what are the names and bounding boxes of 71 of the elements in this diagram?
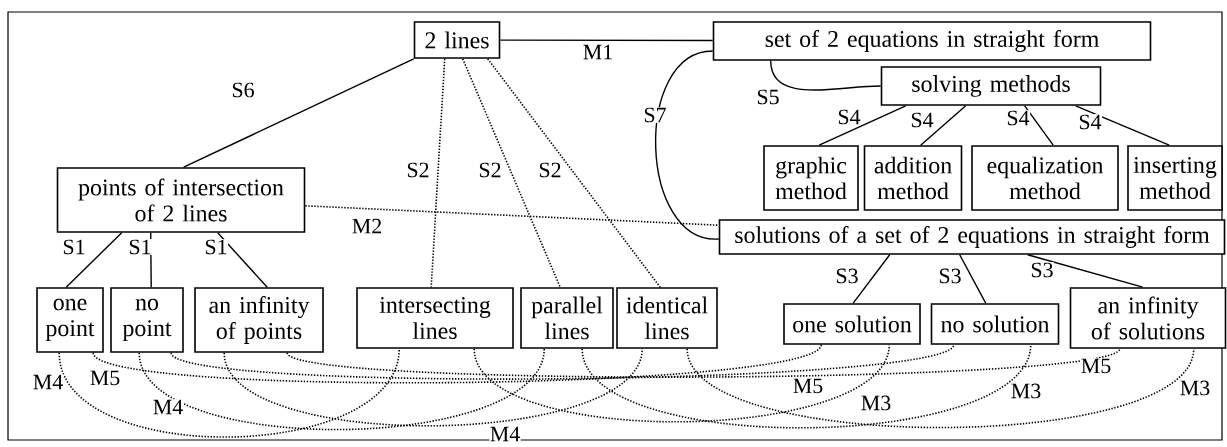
dotted-connector: [92, 344, 822, 384]
connector-line: [920, 105, 967, 146]
edge-label: S3: [1029, 262, 1055, 278]
edge-label: S5: [755, 89, 781, 105]
edge-label: M3: [1010, 383, 1042, 399]
concept-box: graphic method: [763, 145, 859, 211]
edge-label: M4: [152, 399, 184, 415]
edge-label: S7: [642, 107, 668, 123]
dotted-connector: [58, 348, 400, 438]
concept-box: solving methods: [880, 66, 1102, 106]
concept-box: points of intersection of 2 lines: [56, 167, 306, 233]
connector-line: [770, 60, 882, 91]
edge-label: S4: [909, 112, 935, 128]
connector-line: [217, 232, 268, 288]
dotted-connector: [581, 344, 1032, 429]
concept-box: no point: [110, 287, 184, 353]
connector-line: [499, 39, 714, 42]
edge-label: M3: [860, 395, 892, 411]
concept-box: identical lines: [616, 287, 718, 349]
connector-line: [959, 254, 987, 304]
concept-box: one point: [36, 287, 104, 353]
edge-label: M4: [489, 426, 521, 442]
concept-box: solutions of a set of 2 equations in straight form: [718, 219, 1226, 255]
concept-box: no solution: [930, 303, 1060, 345]
connector-line: [65, 232, 123, 288]
edge-label: S3: [834, 268, 860, 284]
edge-label: S1: [127, 239, 153, 255]
edge-label: M3: [1179, 380, 1211, 396]
dotted-connector: [686, 348, 1195, 429]
edge-label: S2: [537, 162, 563, 178]
concept-box: set of 2 equations in straight form: [712, 21, 1152, 61]
dotted-connector: [461, 58, 561, 288]
dotted-connector: [286, 348, 1121, 378]
dotted-connector: [430, 58, 446, 288]
edge-label: M2: [351, 218, 383, 234]
connector-line: [1024, 105, 1054, 146]
edge-label: M5: [89, 370, 121, 386]
concept-box: one solution: [783, 303, 921, 345]
edge-label: S2: [405, 162, 431, 178]
edge-label: M5: [792, 378, 824, 394]
concept-box: inserting method: [1127, 145, 1223, 211]
connector-line: [1075, 105, 1170, 146]
dotted-connector: [170, 344, 955, 380]
concept-box: an infinity of solutions: [1069, 287, 1227, 349]
dotted-connector: [473, 344, 890, 423]
concept-box: intersecting lines: [356, 287, 514, 349]
concept-box: equalization method: [971, 145, 1119, 211]
connector-line: [183, 58, 415, 168]
dotted-connector: [138, 348, 545, 431]
edge-label: S1: [61, 239, 87, 255]
edge-label: S2: [477, 162, 503, 178]
concept-box: 2 lines: [413, 21, 501, 59]
dotted-connector: [223, 348, 643, 427]
edge-label: M4: [32, 374, 64, 390]
edge-label: M1: [582, 44, 614, 60]
edge-label: S3: [937, 268, 963, 284]
edge-label: S1: [203, 239, 229, 255]
edge-label: S4: [1077, 114, 1103, 130]
connector-line: [852, 254, 891, 304]
connector-line: [818, 105, 907, 146]
dotted-connector: [486, 58, 661, 288]
edge-label: S4: [1005, 110, 1031, 126]
connector-line: [1027, 254, 1144, 288]
edge-label: S4: [836, 109, 862, 125]
edge-label: S6: [230, 82, 256, 98]
dotted-connector: [304, 205, 720, 226]
connector-line: [655, 50, 720, 240]
edge-label: M5: [1080, 358, 1112, 374]
concept-box: an infinity of points: [194, 287, 324, 353]
concept-box: addition method: [863, 145, 963, 211]
concept-box: parallel lines: [520, 287, 614, 349]
